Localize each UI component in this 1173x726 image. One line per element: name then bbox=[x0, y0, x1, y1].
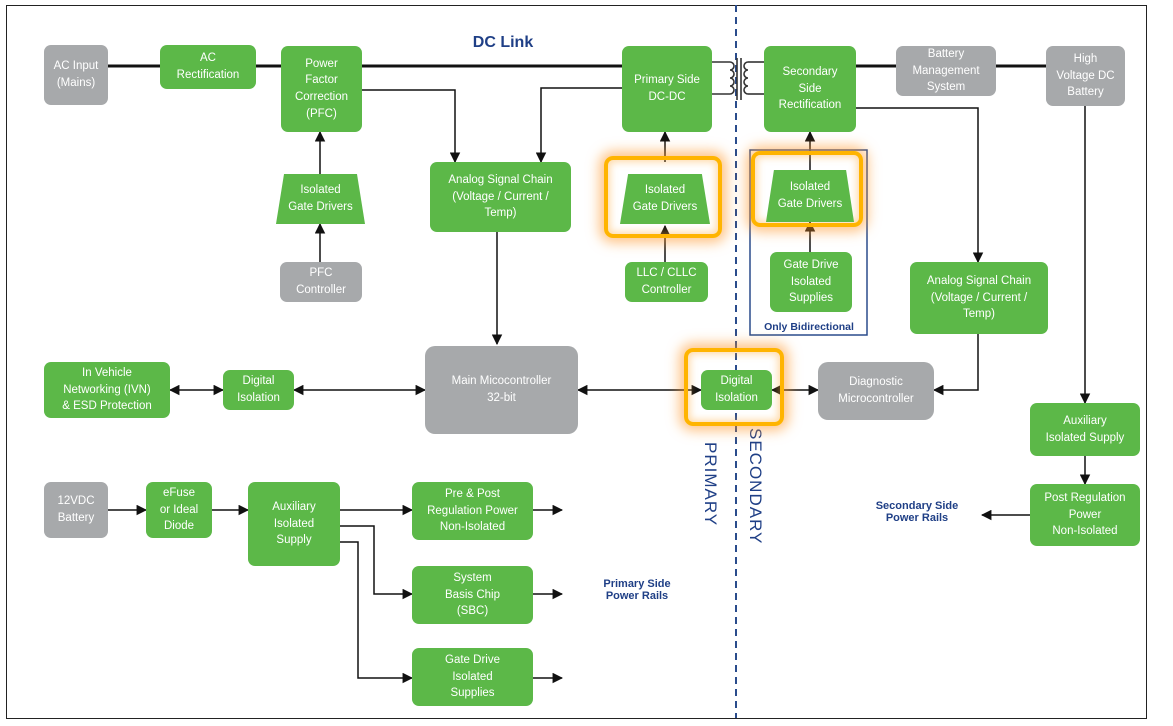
ac-input-block: AC Input (Mains) bbox=[44, 45, 108, 105]
secondary-gate-drivers-block: Isolated Gate Drivers bbox=[766, 170, 854, 222]
highlight-primary-drivers bbox=[604, 156, 722, 238]
secondary-gate-drive-supplies: Gate Drive Isolated Supplies bbox=[770, 252, 852, 312]
battery-management-block: Battery Management System bbox=[896, 46, 996, 96]
pre-post-regulation-block: Pre & Post Regulation Power Non-Isolated bbox=[412, 482, 533, 540]
primary-gate-drive-supplies: Gate Drive Isolated Supplies bbox=[412, 648, 533, 706]
primary-side-dcdc-block: Primary Side DC-DC bbox=[622, 46, 712, 132]
efuse-block: eFuse or Ideal Diode bbox=[146, 482, 212, 538]
digital-isolation-mid: Digital Isolation bbox=[701, 370, 772, 410]
dc-link-label: DC Link bbox=[472, 34, 534, 51]
diagram-frame bbox=[6, 5, 1147, 719]
pfc-gate-drivers-block: Isolated Gate Drivers bbox=[276, 174, 365, 224]
hv-battery-block: High Voltage DC Battery bbox=[1046, 46, 1125, 106]
digital-isolation-left: Digital Isolation bbox=[223, 370, 294, 410]
bidirectional-group-box bbox=[749, 149, 868, 336]
primary-label: PRIMARY bbox=[701, 442, 720, 527]
ac-rectification-block: AC Rectification bbox=[160, 45, 256, 89]
secondary-rails-label: Secondary Side Power Rails bbox=[875, 500, 959, 524]
aux-isolated-supply-primary: Auxiliary Isolated Supply bbox=[248, 482, 340, 566]
primary-rails-label: Primary Side Power Rails bbox=[603, 578, 671, 602]
post-regulation-block: Post Regulation Power Non-Isolated bbox=[1030, 484, 1140, 546]
diagnostic-microcontroller-block: Diagnostic Microcontroller bbox=[818, 362, 934, 420]
pfc-block: Power Factor Correction (PFC) bbox=[281, 46, 362, 132]
aux-isolated-supply-secondary: Auxiliary Isolated Supply bbox=[1030, 403, 1140, 456]
battery-12v-block: 12VDC Battery bbox=[44, 482, 108, 538]
main-microcontroller-block: Main Micocontroller 32-bit bbox=[425, 346, 578, 434]
transformer-icon bbox=[712, 58, 764, 100]
analog-signal-chain-primary: Analog Signal Chain (Voltage / Current /… bbox=[430, 162, 571, 232]
llc-cllc-controller-block: LLC / CLLC Controller bbox=[625, 262, 708, 302]
only-bidirectional-label: Only Bidirectional bbox=[764, 321, 854, 333]
secondary-rectification-block: Secondary Side Rectification bbox=[764, 46, 856, 132]
primary-gate-drivers-block: Isolated Gate Drivers bbox=[620, 174, 710, 224]
pfc-controller-block: PFC Controller bbox=[280, 262, 362, 302]
ivn-block: In Vehicle Networking (IVN) & ESD Protec… bbox=[44, 362, 170, 418]
system-basis-chip-block: System Basis Chip (SBC) bbox=[412, 566, 533, 624]
highlight-secondary-drivers bbox=[751, 151, 863, 227]
analog-signal-chain-secondary: Analog Signal Chain (Voltage / Current /… bbox=[910, 262, 1048, 334]
secondary-label: SECONDARY bbox=[746, 428, 765, 545]
highlight-digital-isolation bbox=[684, 348, 784, 426]
